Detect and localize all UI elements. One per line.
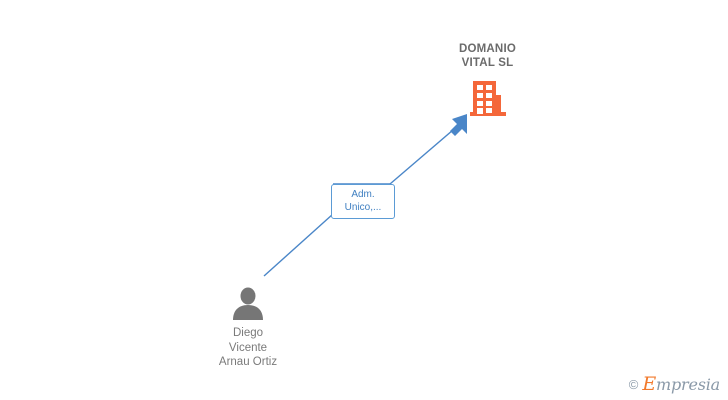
company-node[interactable]: DOMANIO VITAL SL [415,42,560,119]
person-name-label: Diego Vicente Arnau Ortiz [218,327,278,368]
connector-line-label-to-company [389,123,461,185]
person-icon-wrap [180,286,316,320]
watermark: © Empresia [629,375,720,394]
company-name-label: DOMANIO VITAL SL [459,43,516,69]
empresia-logo-initial: E [642,373,656,395]
connector-arrowhead-icon [450,114,467,136]
relation-label-box[interactable]: Adm. Unico,... [331,184,395,219]
person-avatar-icon[interactable] [230,286,266,320]
building-icon[interactable] [468,79,508,119]
connector-line-person-to-label [263,213,334,277]
person-node[interactable]: Diego Vicente Arnau Ortiz [180,286,316,370]
empresia-logo-rest: mpresia [656,375,720,394]
company-icon-wrap [415,79,560,119]
empresia-logo: Empresia [642,375,720,394]
copyright-icon: © [628,377,639,392]
